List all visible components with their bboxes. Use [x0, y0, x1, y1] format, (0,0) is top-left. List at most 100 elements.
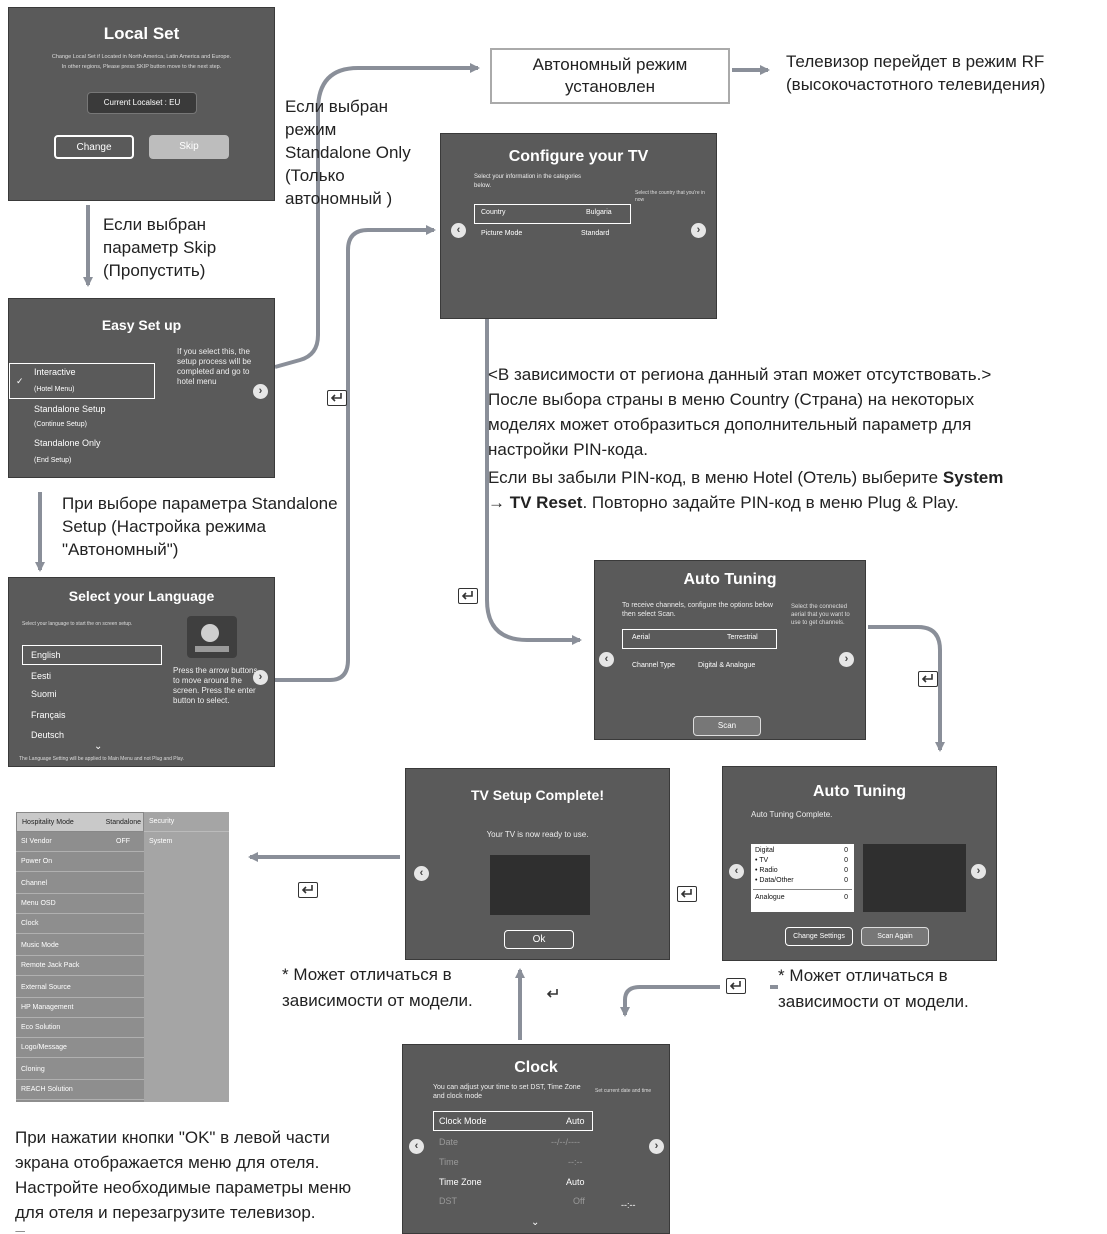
time-label: Time	[439, 1157, 459, 1167]
chevron-right-icon[interactable]: ›	[691, 223, 706, 238]
region-note-p2: Если вы забыли PIN-код, в меню Hotel (От…	[488, 465, 1023, 515]
chevron-left-icon[interactable]: ‹	[599, 652, 614, 667]
easy-setup-screen: Easy Set up ✓ Interactive (Hotel Menu) S…	[8, 298, 275, 478]
hotel-menu-item[interactable]: Clock	[16, 914, 144, 934]
chevron-right-icon[interactable]: ›	[971, 864, 986, 879]
easy-item-3-sub: (End Setup)	[34, 457, 72, 464]
check-icon: ✓	[16, 376, 24, 386]
country-value: Bulgaria	[586, 209, 612, 216]
easy-item-3[interactable]: Standalone Only	[34, 438, 101, 448]
configure-tv-screen: Configure your TV Select your informatio…	[440, 133, 717, 319]
scan-again-button[interactable]: Scan Again	[861, 927, 929, 946]
chevron-right-icon[interactable]: ›	[649, 1139, 664, 1154]
chevron-left-icon[interactable]: ‹	[451, 223, 466, 238]
chevron-left-icon[interactable]: ‹	[414, 866, 429, 881]
clock-help: Set current date and time	[595, 1088, 652, 1094]
language-suomi[interactable]: Suomi	[31, 689, 57, 699]
hotel-menu-item[interactable]: Power On	[16, 852, 144, 872]
configure-desc: Select your information in the categorie…	[474, 174, 582, 189]
language-desc: Select your language to start the on scr…	[22, 621, 133, 627]
hotel-menu-item[interactable]: Remote Jack Pack	[16, 956, 144, 976]
count-value: 0	[844, 847, 848, 854]
preview-box	[863, 844, 966, 912]
chevron-left-icon[interactable]: ‹	[409, 1139, 424, 1154]
hotel-menu-item[interactable]: Cloning	[16, 1060, 144, 1080]
chevron-down-icon[interactable]: ⌄	[531, 1217, 540, 1228]
hotel-menu-item[interactable]: REACH Solution	[16, 1080, 144, 1100]
time-zone-label: Time Zone	[439, 1177, 482, 1187]
count-value: 0	[844, 894, 848, 901]
aerial-label: Aerial	[632, 634, 650, 641]
language-eesti[interactable]: Eesti	[31, 671, 52, 681]
chevron-right-icon[interactable]: ›	[253, 670, 268, 685]
enter-icon	[677, 886, 697, 902]
country-row[interactable]	[474, 204, 631, 224]
language-illustration	[187, 616, 237, 658]
setup-complete-title: TV Setup Complete!	[470, 787, 604, 803]
auto-tuning-screen: Auto Tuning To receive channels, configu…	[594, 560, 866, 740]
chevron-left-icon[interactable]: ‹	[729, 864, 744, 879]
hotel-menu-right: Security System	[144, 812, 229, 1102]
hotel-menu-item[interactable]: HP Management	[16, 998, 144, 1018]
skip-label: Skip	[179, 141, 199, 152]
arrow-configure-to-autotuning	[485, 318, 582, 645]
interactive-row[interactable]	[9, 363, 155, 399]
model-note-2: * Может отличаться в зависимости от моде…	[778, 966, 969, 1011]
rf-mode-result: Телевизор перейдет в режим RF (высокочас…	[786, 52, 1046, 94]
chevron-right-icon[interactable]: ›	[253, 384, 268, 399]
change-button[interactable]: Change	[54, 135, 134, 159]
auto-tuning2-title: Auto Tuning	[813, 783, 906, 800]
ok-button[interactable]: Ok	[504, 930, 574, 949]
chevron-down-icon[interactable]: ⌄	[94, 741, 103, 752]
language-screen: Select your Language Select your languag…	[8, 577, 275, 767]
date-label: Date	[439, 1137, 459, 1147]
clock-mode-row[interactable]	[433, 1111, 593, 1131]
region-note: <В зависимости от региона данный этап мо…	[488, 362, 1023, 515]
arrow-easysetup-to-standalone	[274, 63, 480, 369]
hotel-menu-item[interactable]: External Source	[16, 978, 144, 998]
enter-icon	[298, 882, 318, 898]
chevron-right-icon[interactable]: ›	[839, 652, 854, 667]
picture-mode-value: Standard	[581, 230, 610, 237]
language-francais[interactable]: Français	[31, 710, 66, 720]
aerial-row[interactable]	[622, 629, 777, 649]
hotel-menu-system[interactable]: System	[149, 838, 173, 845]
hotel-menu-security[interactable]: Security	[144, 812, 229, 832]
date-value: --/--/----	[551, 1137, 580, 1147]
region-note-p2c: . Повторно задайте PIN-код в меню Plug &…	[582, 493, 959, 512]
picture-mode-label: Picture Mode	[481, 230, 523, 237]
standalone-setup-note: При выборе параметра Standalone Setup (Н…	[62, 494, 338, 559]
english-row[interactable]	[22, 645, 162, 665]
enter-icon	[458, 588, 478, 604]
scan-button[interactable]: Scan	[693, 716, 761, 736]
arrow-autotuning-to-complete	[868, 625, 945, 752]
current-localset-label: Current Localset : EU	[103, 98, 181, 107]
clock-time-display: --:--	[621, 1200, 636, 1210]
hotel-menu-item[interactable]: Channel	[16, 874, 144, 894]
scan-label: Scan	[717, 721, 737, 730]
skip-button[interactable]: Skip	[149, 135, 229, 159]
change-settings-button[interactable]: Change Settings	[785, 927, 853, 946]
region-note-p1: <В зависимости от региона данный этап мо…	[488, 365, 992, 459]
language-deutsch[interactable]: Deutsch	[31, 730, 65, 740]
arrow-language-to-configure	[275, 225, 436, 682]
local-set-screen: Local Set Change Local Set if Located in…	[8, 7, 275, 201]
arrow-autotuning2-to-clock	[620, 985, 720, 1017]
scan-again-label: Scan Again	[877, 933, 913, 940]
change-settings-label: Change Settings	[793, 933, 845, 940]
dst-value: Off	[573, 1196, 585, 1206]
time-value: --:--	[568, 1157, 583, 1167]
language-title: Select your Language	[68, 588, 215, 604]
hotel-menu-item[interactable]: Logo/Message	[16, 1038, 144, 1058]
hotel-menu-item[interactable]: Music Mode	[16, 936, 144, 956]
count-value: 0	[844, 877, 848, 884]
easy-item-2-sub: (Continue Setup)	[34, 421, 87, 428]
skip-note: Если выбран параметр Skip (Пропустить)	[103, 215, 217, 280]
clock-mode-value: Auto	[566, 1116, 585, 1126]
hotel-menu-item[interactable]: Menu OSD	[16, 894, 144, 914]
easy-item-2[interactable]: Standalone Setup	[34, 404, 106, 414]
hotel-menu-item[interactable]: Eco Solution	[16, 1018, 144, 1038]
local-set-title: Local Set	[103, 24, 180, 43]
